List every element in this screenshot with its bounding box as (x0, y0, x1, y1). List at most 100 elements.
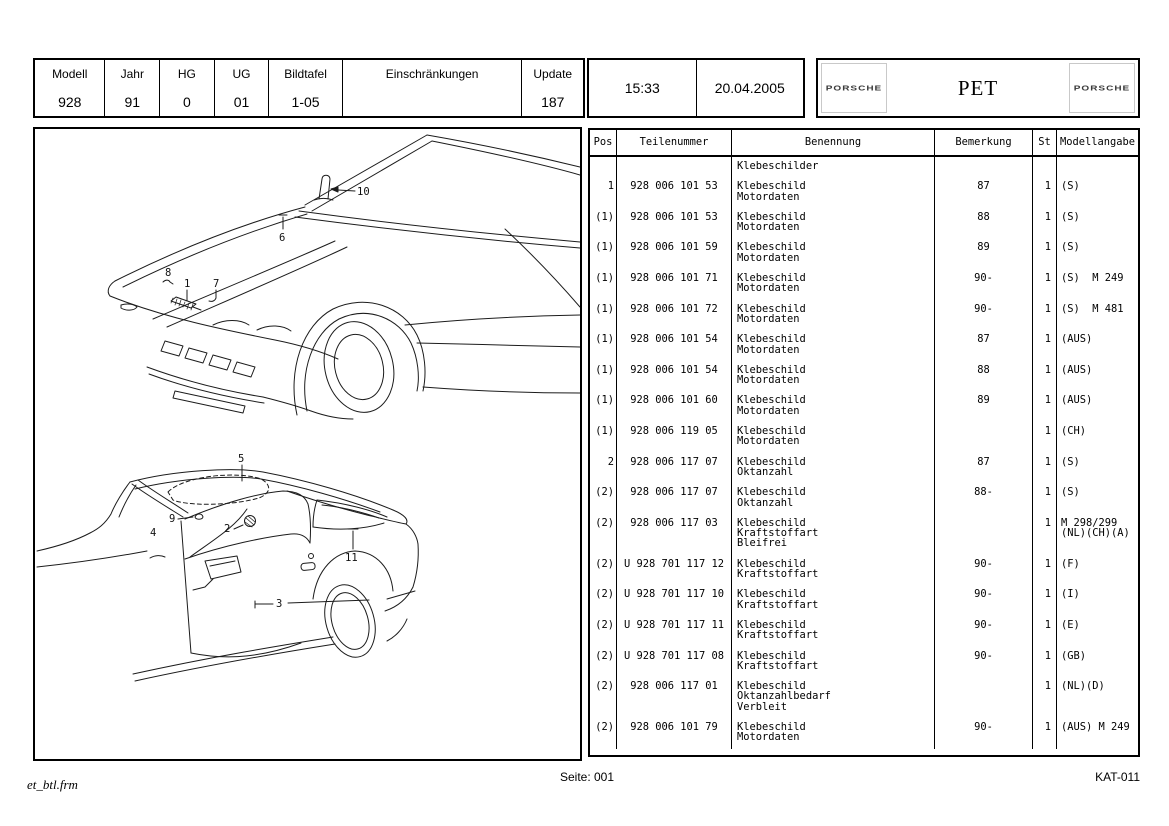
description-cell: Klebeschild Motordaten (731, 717, 934, 749)
column-header-modellangabe: Modellangabe (1056, 130, 1138, 155)
porsche-wordmark: PORSCHE (825, 84, 883, 92)
info-value: 928 (58, 94, 82, 110)
remark-cell: 88 (934, 207, 1032, 239)
parts-table-row[interactable]: 2 928 006 117 07 Klebeschild Oktanzahl 8… (590, 452, 1138, 484)
quantity-cell: 1 (1032, 677, 1056, 718)
parts-table-body: Klebeschilder 1 928 006 101 53 Klebeschi… (590, 157, 1138, 749)
model-info-cell: (I) (1056, 585, 1138, 616)
model-info-cell: (E) (1056, 615, 1138, 647)
parts-table-row[interactable]: (2) 928 006 117 07 Klebeschild Oktanzahl… (590, 483, 1138, 514)
model-info-cell: (AUS) (1056, 391, 1138, 423)
part-number-cell: 928 006 101 71 (616, 269, 731, 300)
quantity-cell: 1 (1032, 615, 1056, 647)
remark-cell: 90- (934, 585, 1032, 616)
parts-table-row[interactable]: (2) U 928 701 117 11 Klebeschild Kraftst… (590, 615, 1138, 647)
pos-cell: (1) (595, 272, 614, 285)
quantity-cell: 1 (1032, 717, 1056, 749)
callout-5[interactable]: 5 (238, 453, 244, 465)
description-cell: Klebeschild Kraftstoffart Bleifrei (731, 513, 934, 555)
info-value: 91 (124, 94, 141, 110)
callout-2[interactable]: 2 (224, 523, 230, 535)
info-value: 187 (541, 94, 565, 110)
quantity-cell: 1 (1032, 513, 1056, 555)
model-info-cell: (S) (1056, 483, 1138, 514)
parts-table-row[interactable]: (2) 928 006 117 03 Klebeschild Kraftstof… (590, 513, 1138, 555)
parts-table-row[interactable]: (1) 928 006 101 54 Klebeschild Motordate… (590, 360, 1138, 392)
description-cell: Klebeschilder (731, 157, 934, 178)
parts-table-row[interactable]: 1 928 006 101 53 Klebeschild Motordaten … (590, 177, 1138, 208)
parts-table: Pos Teilenummer Benennung Bemerkung St M… (588, 128, 1140, 757)
porsche-wordmark: PORSCHE (1073, 84, 1131, 92)
pos-cell: (2) (595, 680, 614, 693)
quantity-cell: 1 (1032, 483, 1056, 514)
callout-9[interactable]: 9 (169, 513, 175, 525)
car-side-view-drawing (36, 464, 419, 682)
callout-8[interactable]: 8 (165, 267, 171, 279)
callout-4[interactable]: 4 (150, 527, 156, 539)
info-cell-modell: Modell 928 (35, 60, 104, 116)
remark-cell (934, 513, 1032, 555)
remark-cell: 90- (934, 615, 1032, 647)
quantity-cell: 1 (1032, 207, 1056, 239)
remark-cell: 90- (934, 269, 1032, 300)
callout-3[interactable]: 3 (276, 598, 282, 610)
description-cell: Klebeschild Motordaten (731, 330, 934, 361)
quantity-cell: 1 (1032, 330, 1056, 361)
info-cell-jahr: Jahr 91 (104, 60, 159, 116)
parts-table-row[interactable]: (2) 928 006 101 79 Klebeschild Motordate… (590, 717, 1138, 749)
pos-cell: (2) (595, 618, 614, 631)
parts-table-row[interactable]: (2) U 928 701 117 08 Klebeschild Kraftst… (590, 646, 1138, 678)
info-label: Update (533, 67, 573, 81)
info-cell-update: Update 187 (521, 60, 583, 116)
quantity-cell: 1 (1032, 452, 1056, 484)
quantity-cell: 1 (1032, 554, 1056, 586)
column-header-teilenummer: Teilenummer (616, 130, 731, 155)
part-number-cell: U 928 701 117 08 (616, 646, 731, 678)
pos-cell: (1) (595, 210, 614, 223)
quantity-cell: 1 (1032, 269, 1056, 300)
parts-table-row[interactable]: (2) 928 006 117 01 Klebeschild Oktanzahl… (590, 677, 1138, 718)
quantity-cell: 1 (1032, 238, 1056, 270)
remark-cell: 89 (934, 391, 1032, 423)
parts-table-row[interactable]: (1) 928 006 101 59 Klebeschild Motordate… (590, 238, 1138, 270)
info-cell-hg: HG 0 (159, 60, 214, 116)
parts-table-row[interactable]: (1) 928 006 101 71 Klebeschild Motordate… (590, 269, 1138, 300)
callout-11[interactable]: 11 (345, 552, 358, 564)
parts-table-row[interactable]: (1) 928 006 119 05 Klebeschild Motordate… (590, 422, 1138, 453)
info-cell-ug: UG 01 (213, 60, 269, 116)
quantity-cell: 1 (1032, 177, 1056, 208)
callout-10[interactable]: 10 (357, 186, 370, 198)
quantity-cell: 1 (1032, 360, 1056, 392)
model-info-table: Modell 928 Jahr 91 HG 0 UG 01 Bildtafel … (33, 58, 585, 118)
pos-cell: (1) (595, 302, 614, 315)
callout-1[interactable]: 1 (184, 278, 190, 290)
pos-cell (590, 157, 616, 177)
description-cell: Klebeschild Motordaten (731, 238, 934, 270)
part-number-cell: 928 006 101 54 (616, 330, 731, 361)
parts-table-row[interactable]: (1) 928 006 101 53 Klebeschild Motordate… (590, 207, 1138, 239)
model-info-cell: (S) (1056, 238, 1138, 270)
info-cell-einschraenkungen: Einschränkungen (341, 60, 522, 116)
pos-cell: (2) (595, 486, 614, 499)
quantity-cell: 1 (1032, 585, 1056, 616)
parts-table-row[interactable]: (2) U 928 701 117 12 Klebeschild Kraftst… (590, 554, 1138, 586)
remark-cell: 87 (934, 177, 1032, 208)
callout-6[interactable]: 6 (279, 232, 285, 244)
part-number-cell: 928 006 101 59 (616, 238, 731, 270)
model-info-cell: (S) (1056, 452, 1138, 484)
part-number-cell: U 928 701 117 12 (616, 554, 731, 586)
description-cell: Klebeschild Kraftstoffart (731, 615, 934, 647)
parts-table-row[interactable]: (1) 928 006 101 54 Klebeschild Motordate… (590, 330, 1138, 361)
car-illustration: 10 6 8 1 7 (36, 134, 580, 682)
model-info-cell: (AUS) (1056, 360, 1138, 392)
parts-table-row[interactable]: (2) U 928 701 117 10 Klebeschild Kraftst… (590, 585, 1138, 616)
parts-table-row[interactable]: (1) 928 006 101 60 Klebeschild Motordate… (590, 391, 1138, 423)
app-title: PET (957, 75, 999, 100)
callout-7[interactable]: 7 (213, 278, 219, 290)
pos-cell: (1) (595, 394, 614, 407)
parts-table-row[interactable]: (1) 928 006 101 72 Klebeschild Motordate… (590, 299, 1138, 331)
remark-cell: 88- (934, 483, 1032, 514)
part-number-cell: 928 006 101 54 (616, 360, 731, 392)
description-cell: Klebeschild Kraftstoffart (731, 646, 934, 678)
parts-table-row[interactable]: Klebeschilder (590, 157, 1138, 178)
